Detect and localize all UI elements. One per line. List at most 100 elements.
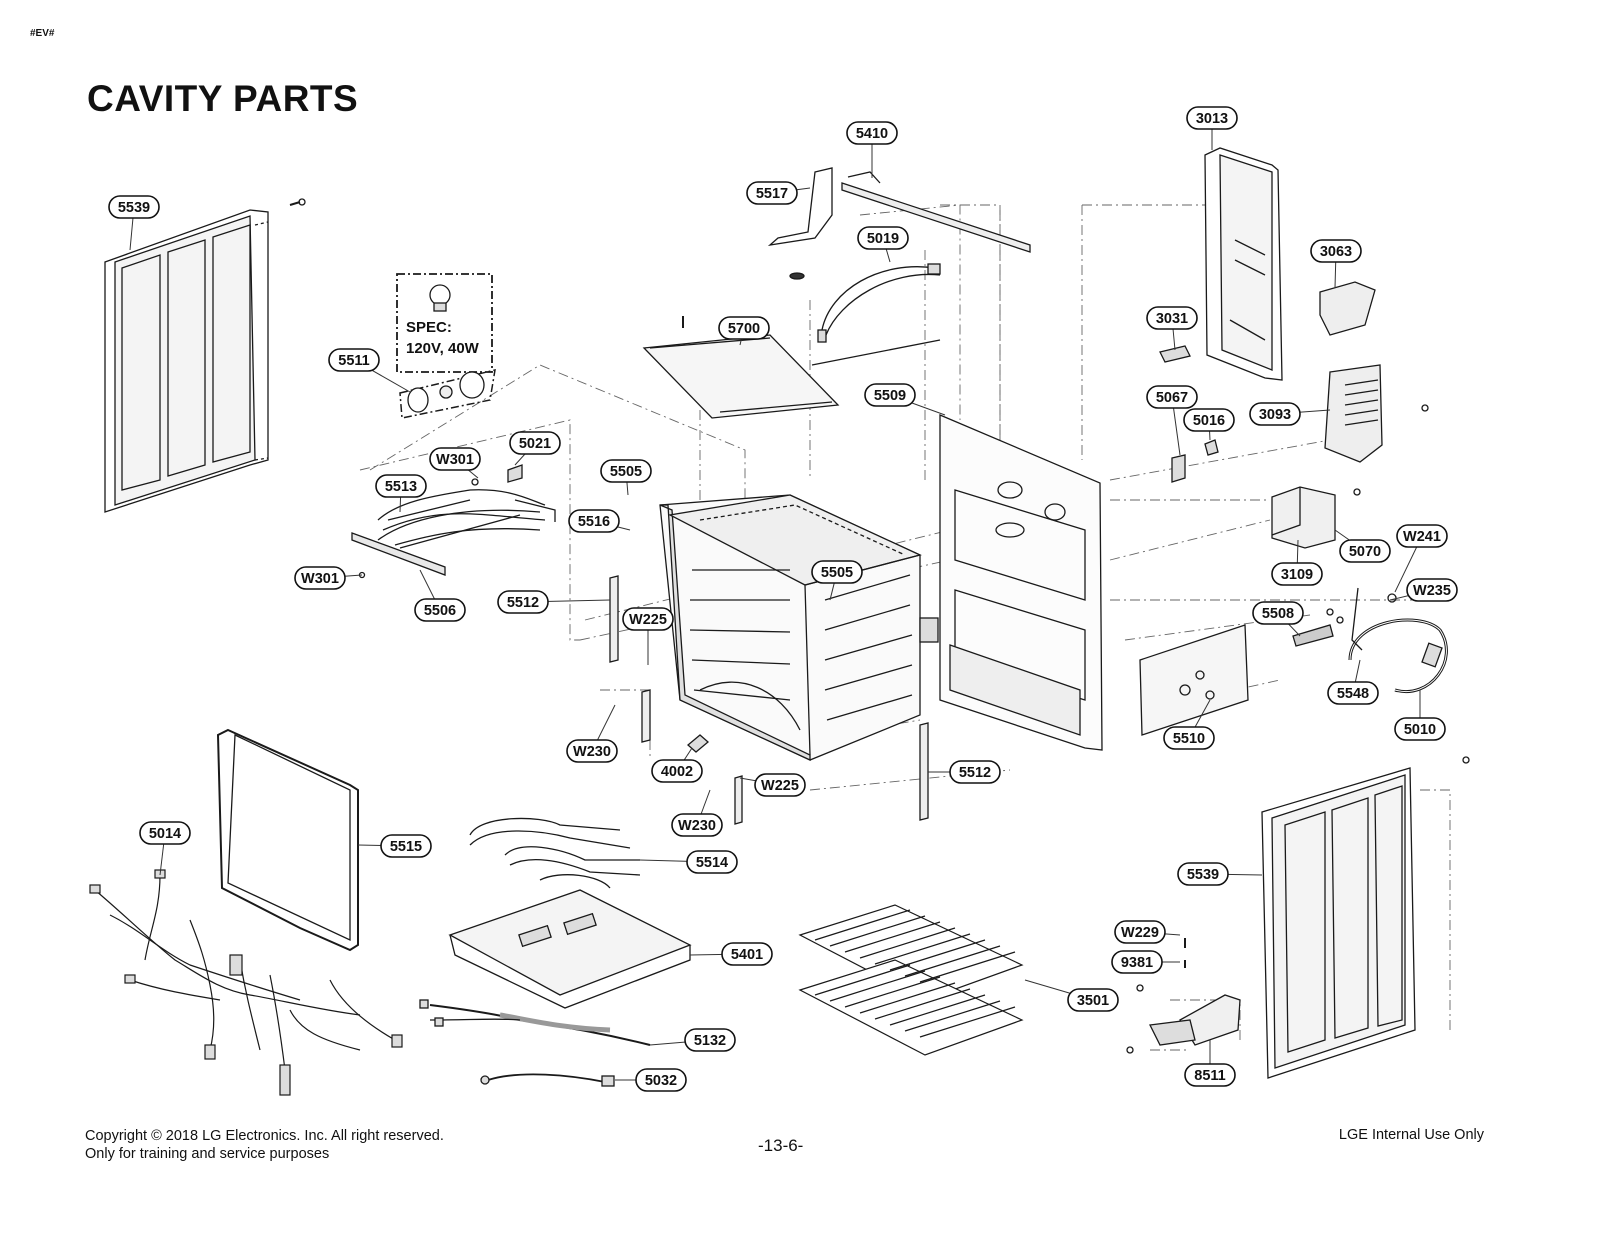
callout-text: W301 [301, 571, 339, 587]
spec-value: 120V, 40W [406, 340, 480, 357]
callout-text: 5014 [149, 826, 181, 842]
callout-text: 5511 [338, 353, 369, 369]
callout-text: 5132 [694, 1033, 726, 1049]
callout-bubble [754, 773, 806, 797]
callout-w229: W229 [1114, 920, 1166, 944]
callout-3063: 3063 [1310, 239, 1362, 263]
callout-text: 5539 [1187, 867, 1219, 883]
callout-text: 3031 [1156, 311, 1188, 327]
callout-bubble [949, 760, 1001, 784]
callout-bubble [857, 226, 909, 250]
callout-text: W235 [1413, 583, 1451, 599]
callout-5010: 5010 [1394, 717, 1446, 741]
copyright-line-2: Only for training and service purposes [85, 1146, 330, 1162]
callout-text: 5539 [118, 200, 150, 216]
callout-text: 5508 [1262, 606, 1294, 622]
wire-harness-main [89, 869, 403, 1096]
callout-text: 5510 [1173, 731, 1205, 747]
callout-bubble [380, 834, 432, 858]
callout-bubble [635, 1068, 687, 1092]
callout-text: 4002 [661, 764, 693, 780]
callout-5511: 5511 [328, 348, 380, 372]
callout-labels: 3013541055175019553930633031570055115509… [108, 106, 1458, 1092]
callout-w241: W241 [1396, 524, 1448, 548]
callout-5021: 5021 [509, 431, 561, 455]
callout-text: W225 [761, 778, 799, 794]
callout-text: W229 [1121, 925, 1159, 941]
callout-4002: 4002 [651, 759, 703, 783]
callout-3031: 3031 [1146, 306, 1198, 330]
callout-bubble [1114, 920, 1166, 944]
callout-bubble [811, 560, 863, 584]
callout-5510: 5510 [1163, 726, 1215, 750]
oven-cavity [659, 494, 922, 762]
callout-bubble [139, 821, 191, 845]
callout-text: 5010 [1404, 722, 1436, 738]
callout-text: W225 [629, 612, 667, 628]
callout-bubble [1163, 726, 1215, 750]
callout-bubble [846, 121, 898, 145]
callout-bubble [651, 759, 703, 783]
control-panel-frame [1204, 147, 1283, 381]
callout-5506: 5506 [414, 598, 466, 622]
callout-text: 5505 [821, 565, 853, 581]
callout-3501: 3501 [1067, 988, 1119, 1012]
callout-bubble [718, 316, 770, 340]
callout-bubble [1067, 988, 1119, 1012]
callout-9381: 9381 [1111, 950, 1163, 974]
callout-text: 5021 [519, 436, 551, 452]
callout-bubble [497, 590, 549, 614]
callout-bubble [1396, 524, 1448, 548]
side-panel-right [1261, 756, 1470, 1079]
callout-text: 5700 [728, 321, 760, 337]
callout-text: 5509 [874, 388, 906, 404]
rear-panel [939, 414, 1103, 751]
callout-text: W230 [678, 818, 716, 834]
callout-5509: 5509 [864, 383, 916, 407]
callout-5410: 5410 [846, 121, 898, 145]
callout-bubble [671, 813, 723, 837]
callout-5401: 5401 [721, 942, 773, 966]
callout-w301: W301 [429, 447, 481, 471]
callout-bubble [328, 348, 380, 372]
callout-5539: 5539 [108, 195, 160, 219]
copyright-notice: Copyright © 2018 LG Electronics. Inc. Al… [85, 1127, 444, 1163]
callout-text: 5070 [1349, 544, 1381, 560]
callout-5515: 5515 [380, 834, 432, 858]
callout-text: 5512 [959, 765, 991, 781]
callout-5067: 5067 [1146, 385, 1198, 409]
callout-text: W241 [1403, 529, 1441, 545]
callout-text: 5515 [390, 839, 422, 855]
callout-5514: 5514 [686, 850, 738, 874]
callout-bubble [509, 431, 561, 455]
callout-bubble [746, 181, 798, 205]
callout-bubble [1177, 862, 1229, 886]
spec-label: SPEC: [406, 319, 452, 336]
copyright-line-1: Copyright © 2018 LG Electronics. Inc. Al… [85, 1128, 444, 1144]
callout-text: 3013 [1196, 111, 1228, 127]
callout-bubble [864, 383, 916, 407]
page-number: -13-6- [758, 1136, 804, 1155]
callout-text: 5016 [1193, 413, 1225, 429]
callout-text: W230 [573, 744, 611, 760]
callout-bubble [1394, 717, 1446, 741]
callout-5132: 5132 [684, 1028, 736, 1052]
callout-bubble [1327, 681, 1379, 705]
callout-5539: 5539 [1177, 862, 1229, 886]
callout-5014: 5014 [139, 821, 191, 845]
callout-w301: W301 [294, 566, 346, 590]
callout-text: W301 [436, 452, 474, 468]
bulb-spec: SPEC: 120V, 40W [406, 319, 480, 357]
callout-text: 5516 [578, 514, 610, 530]
callout-text: 5401 [731, 947, 763, 963]
callout-5700: 5700 [718, 316, 770, 340]
callout-5070: 5070 [1339, 539, 1391, 563]
oven-racks [798, 904, 1024, 1056]
callout-bubble [294, 566, 346, 590]
callout-text: 3063 [1320, 244, 1352, 260]
callout-5517: 5517 [746, 181, 798, 205]
callout-w225: W225 [754, 773, 806, 797]
callout-text: 5032 [645, 1073, 677, 1089]
callout-bubble [375, 474, 427, 498]
